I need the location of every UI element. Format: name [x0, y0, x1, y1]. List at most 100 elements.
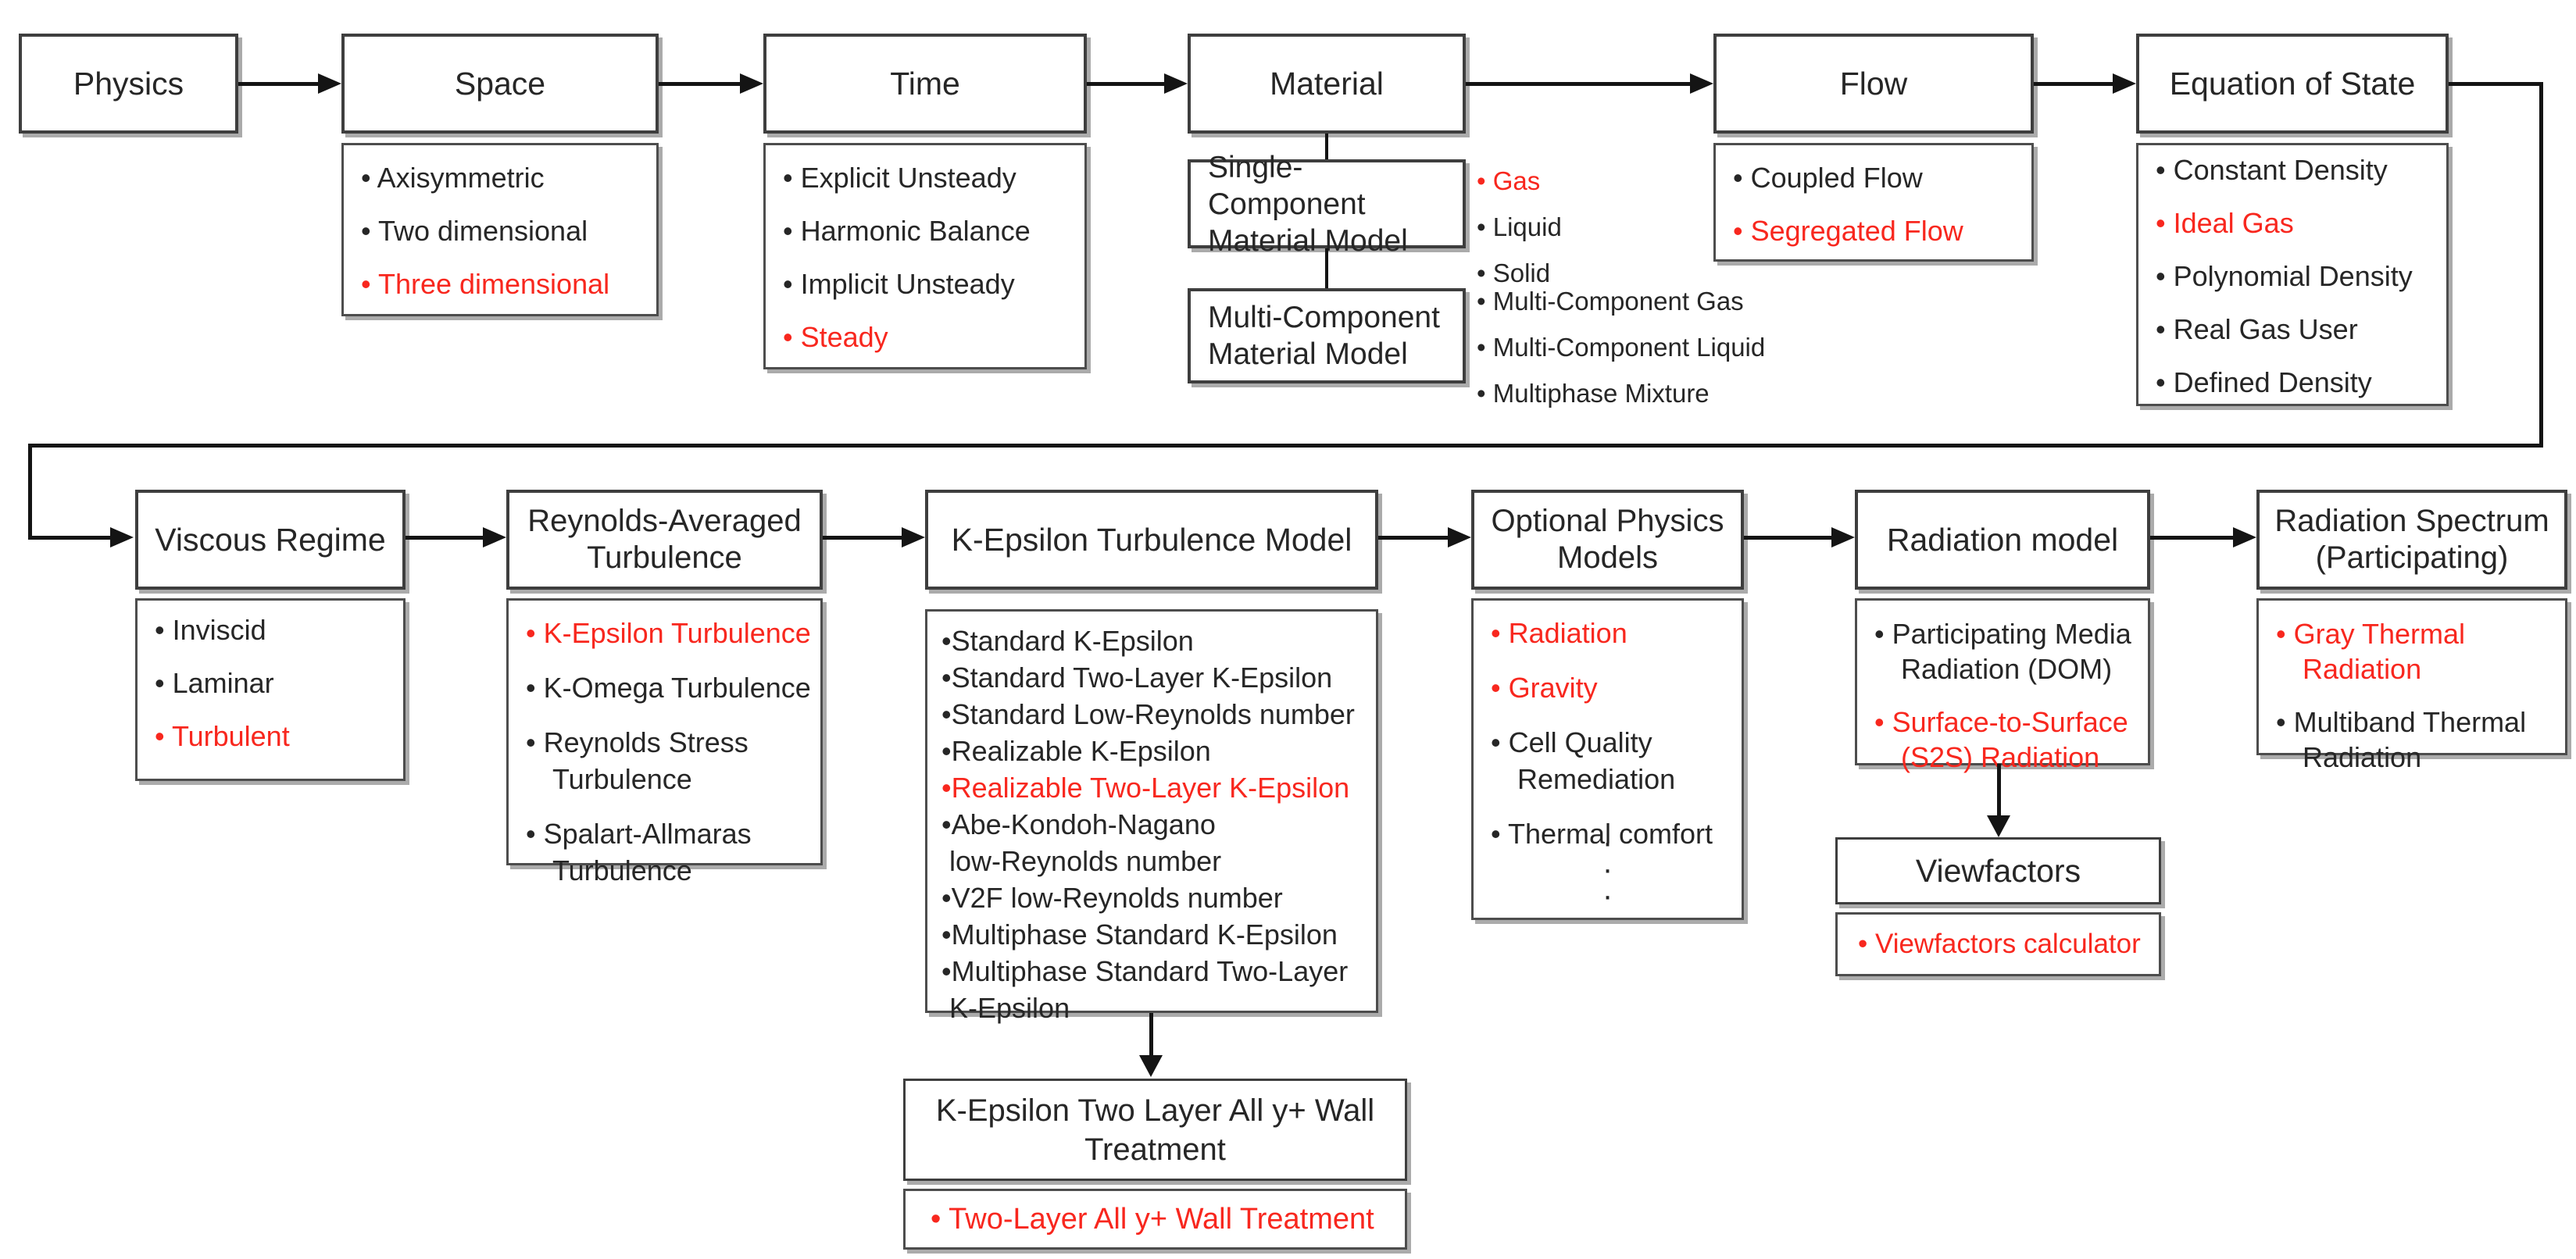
- list-item: • Cell Quality: [1491, 726, 1652, 758]
- list-item: low-Reynolds number: [941, 845, 1222, 877]
- list-item: K-Epsilon: [941, 992, 1070, 1024]
- list-item: • Three dimensional: [361, 268, 610, 300]
- arrow-radiation-to-viewfactors-line: [1997, 764, 2001, 819]
- single-component-material-model-label: Single-Component Material Model: [1208, 150, 1408, 258]
- flow-options-box: • Coupled Flow • Segregated Flow: [1713, 143, 2034, 262]
- k-epsilon-options-box: •Standard K-Epsilon •Standard Two-Layer K…: [925, 609, 1378, 1024]
- list-item: • Inviscid: [155, 614, 266, 646]
- arrow-time-to-material-head: [1164, 73, 1188, 94]
- single-component-material-model-box: Single-Component Material Model: [1188, 151, 1466, 258]
- arrow-feedback-to-viscous-line: [28, 536, 113, 540]
- space-options-box: • Axisymmetric• Two dimensional• Three d…: [341, 143, 659, 316]
- list-item: Radiation: [2303, 741, 2422, 773]
- arrow-rat-to-keps-head: [902, 527, 925, 547]
- physics-box: Physics: [19, 34, 238, 134]
- wall-treatment-option-label: • Two-Layer All y+ Wall Treatment: [931, 1203, 1374, 1236]
- multi-component-material-model-box: Multi-Component Material Model: [1188, 288, 1466, 383]
- list-item: Radiation: [2303, 653, 2422, 685]
- arrow-viscous-to-rat-line: [406, 536, 485, 540]
- radiation-model-title: Radiation model: [1886, 521, 2119, 558]
- viscous-regime-options-box: • Inviscid • Laminar • Turbulent: [135, 598, 406, 781]
- list-item: •Multiphase Standard Two-Layer: [941, 955, 1349, 987]
- list-item: •Standard K-Epsilon: [941, 625, 1194, 657]
- optional-physics-ellipsis: · · ·: [1602, 826, 1613, 913]
- multi-component-options: • Multi-Component Gas• Multi-Component L…: [1477, 287, 1765, 408]
- arrow-physics-to-space-head: [318, 73, 341, 94]
- list-item: • Ideal Gas: [2156, 207, 2294, 239]
- list-item: • Surface-to-Surface: [1874, 706, 2128, 738]
- physics-title: Physics: [73, 65, 184, 102]
- arrow-space-to-time-line: [659, 82, 742, 86]
- list-item: • Coupled Flow: [1733, 162, 1923, 194]
- multi-component-material-model-label: Multi-Component Material Model: [1208, 301, 1440, 371]
- feedback-line-left: [28, 444, 32, 539]
- list-item: • Turbulent: [155, 720, 290, 752]
- arrow-material-to-flow-line: [1466, 82, 1692, 86]
- list-item: •Multiphase Standard K-Epsilon: [941, 918, 1338, 950]
- list-item: • Solid: [1477, 259, 1551, 287]
- list-item: • Participating Media: [1874, 618, 2131, 650]
- list-item: • Segregated Flow: [1733, 215, 1963, 247]
- list-item: • Implicit Unsteady: [783, 268, 1015, 300]
- list-item: • Reynolds Stress: [526, 726, 749, 758]
- list-item: • Laminar: [155, 667, 274, 699]
- equation-of-state-box: Equation of State: [2136, 34, 2449, 134]
- arrow-rat-to-keps-line: [823, 536, 904, 540]
- arrow-radiation-to-viewfactors-head: [1987, 815, 2010, 837]
- viscous-regime-title: Viscous Regime: [155, 521, 386, 558]
- list-item: • Multi-Component Gas: [1477, 287, 1744, 316]
- list-item: •Abe-Kondoh-Nagano: [941, 808, 1216, 840]
- equation-of-state-options-box: • Constant Density• Ideal Gas• Polynomia…: [2136, 143, 2449, 406]
- list-item: •Standard Two-Layer K-Epsilon: [941, 662, 1333, 694]
- list-item: • Spalart-Allmaras: [526, 818, 752, 850]
- material-box: Material: [1188, 34, 1466, 134]
- list-item: Radiation (DOM): [1901, 653, 2113, 685]
- material-connector-line-1: [1325, 134, 1328, 160]
- material-connector-line-2: [1325, 248, 1328, 288]
- arrow-space-to-time-head: [740, 73, 763, 94]
- list-item: •Standard Low-Reynolds number: [941, 698, 1355, 730]
- arrow-time-to-material-line: [1087, 82, 1167, 86]
- arrow-viscous-to-rat-head: [483, 527, 506, 547]
- time-options-box: • Explicit Unsteady • Harmonic Balance • I…: [763, 143, 1087, 369]
- list-item: Turbulence: [552, 854, 692, 886]
- list-item: • Harmonic Balance: [783, 215, 1031, 247]
- flow-box: Flow: [1713, 34, 2034, 134]
- viscous-regime-box: Viscous Regime: [135, 490, 406, 590]
- list-item: • Explicit Unsteady: [783, 162, 1016, 194]
- optional-physics-models-box: Optional Physics Models: [1471, 490, 1744, 590]
- k-epsilon-turbulence-model-title: K-Epsilon Turbulence Model: [951, 521, 1352, 558]
- reynolds-averaged-turbulence-title: Reynolds-Averaged Turbulence: [527, 504, 802, 575]
- radiation-spectrum-box: Radiation Spectrum (Participating): [2256, 490, 2567, 590]
- arrow-radiation-to-spectrum-head: [2233, 527, 2256, 547]
- arrow-radiation-to-spectrum-line: [2150, 536, 2235, 540]
- list-item: •Realizable Two-Layer K-Epsilon: [941, 772, 1350, 804]
- space-box: Space: [341, 34, 659, 134]
- list-item: • Gas: [1477, 166, 1541, 195]
- time-title: Time: [890, 65, 960, 102]
- reynolds-averaged-turbulence-options-box: • K-Epsilon Turbulence• K-Omega Turbulen…: [506, 598, 823, 886]
- list-item: • Multiband Thermal: [2276, 706, 2527, 738]
- single-component-options: • Gas• Liquid• Solid: [1477, 166, 1562, 287]
- list-item: • Constant Density: [2156, 154, 2388, 186]
- viewfactors-calculator-label: • Viewfactors calculator: [1858, 929, 2141, 959]
- arrow-keps-to-optional-head: [1448, 527, 1471, 547]
- list-item: • Multiphase Mixture: [1477, 379, 1710, 408]
- wall-treatment-title: K-Epsilon Two Layer All y+ Wall Treatmen…: [935, 1093, 1375, 1167]
- viewfactors-calculator-box: • Viewfactors calculator: [1835, 912, 2161, 976]
- list-item: •V2F low-Reynolds number: [941, 882, 1283, 914]
- viewfactors-title: Viewfactors: [1915, 852, 2081, 889]
- list-item: • K-Epsilon Turbulence: [526, 617, 811, 649]
- arrow-material-to-flow-head: [1690, 73, 1713, 94]
- viewfactors-box: Viewfactors: [1835, 837, 2161, 904]
- arrow-physics-to-space-line: [238, 82, 320, 86]
- optional-physics-models-title: Optional Physics Models: [1491, 504, 1724, 575]
- arrow-flow-to-eos-line: [2034, 82, 2115, 86]
- list-item: • Radiation: [1491, 617, 1627, 649]
- radiation-spectrum-title: Radiation Spectrum (Participating): [2274, 504, 2549, 575]
- list-item: •Realizable K-Epsilon: [941, 735, 1211, 767]
